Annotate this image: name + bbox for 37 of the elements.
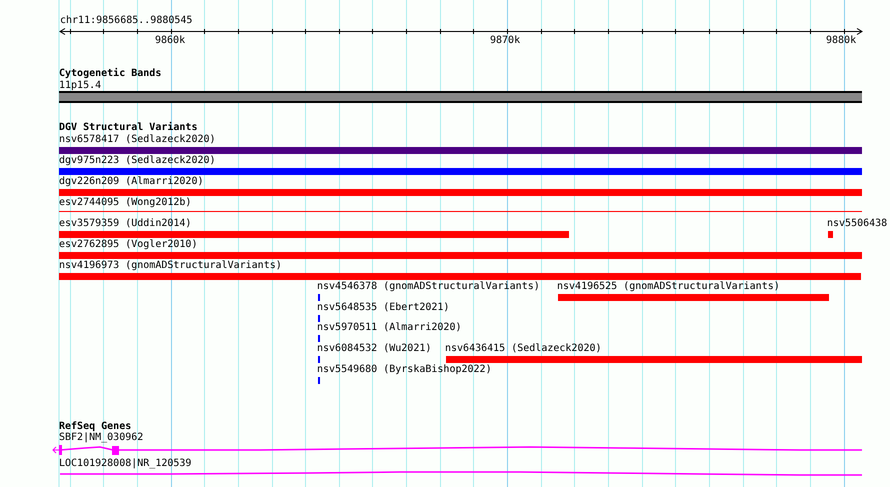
variant-label: nsv6084532 (Wu2021) [317,343,432,355]
variant-label: nsv5549680 (ByrskaBishop2022) [317,364,492,376]
variant-label: nsv4196973 (gnomADStructuralVariants) [59,260,282,272]
variant-label: esv2744095 (Wong2012b) [59,197,192,209]
variant-bar [59,189,862,196]
variant-bar [59,147,862,154]
band-label: 11p15.4 [59,80,102,92]
tick-label: 9870k [490,35,520,47]
variant-bar [59,231,569,238]
variant-label: nsv6436415 (Sedlazeck2020) [445,343,602,355]
cytoband-bar [59,91,862,103]
variant-label: dgv226n209 (Almarri2020) [59,176,204,188]
variant-bar [59,252,862,259]
track-title: Cytogenetic Bands [59,68,162,80]
gene-model-drawing [60,471,862,476]
gene-label: SBF2|NM_030962 [59,432,144,444]
variant-bar [59,273,861,280]
tick-label: 9860k [155,35,186,47]
gene-label: LOC101928008|NR_120539 [59,458,192,470]
variant-bar [59,168,862,175]
variant-bar [828,231,833,238]
tick-label: 9880k [826,35,856,47]
variant-label: nsv5506438 [827,218,888,230]
variant-label: esv2762895 (Vogler2010) [59,239,198,251]
variant-bar [446,356,862,363]
variant-label: esv3579359 (Uddin2014) [59,218,192,230]
track-title: RefSeq Genes [59,421,132,432]
track-title: DGV Structural Variants [59,122,198,134]
coordinate-label: chr11:9856685..9880545 [60,15,192,27]
variant-label: dgv975n223 (Sedlazeck2020) [59,155,216,167]
variant-label: nsv4546378 (gnomADStructuralVariants) [317,281,540,293]
variant-label: nsv4196525 (gnomADStructuralVariants) [557,281,780,293]
variant-label: nsv6578417 (Sedlazeck2020) [59,134,216,146]
gene-model-drawing [52,445,862,455]
variant-label: nsv5970511 (Almarri2020) [317,322,462,334]
variant-label: nsv5648535 (Ebert2021) [317,302,450,314]
variant-bar [558,294,829,301]
